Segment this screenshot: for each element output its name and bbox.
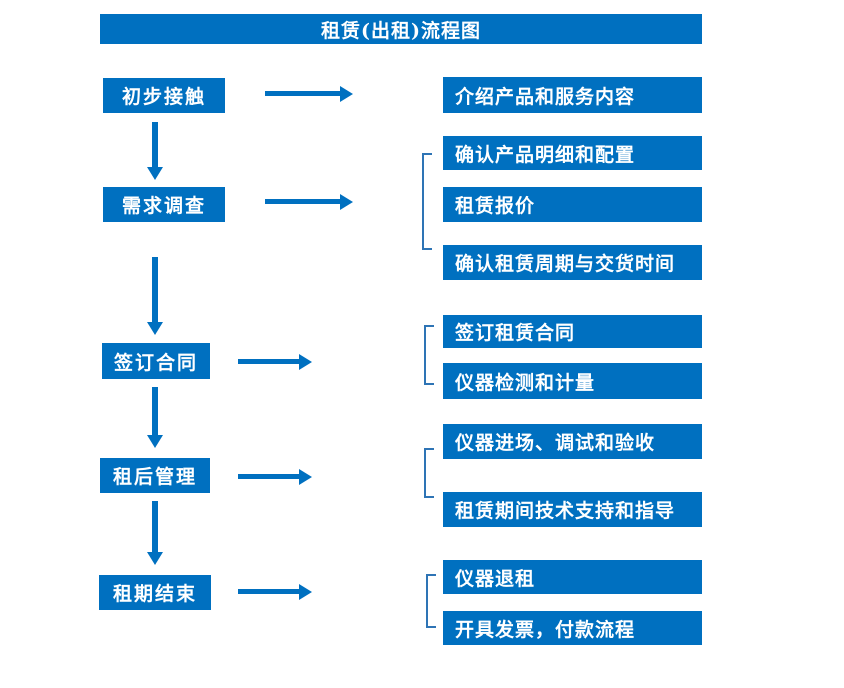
step-box-demand-survey: 需求调查 <box>103 187 225 222</box>
arrow-right-icon-4 <box>238 474 299 479</box>
detail-box-introduce-products: 介绍产品和服务内容 <box>443 77 702 113</box>
detail-box-instrument-setup: 仪器进场、调试和验收 <box>443 424 702 459</box>
arrow-right-icon-5 <box>238 589 299 594</box>
detail-box-instrument-return: 仪器退租 <box>443 560 702 594</box>
step-box-sign-contract: 签订合同 <box>102 343 210 379</box>
bracket-group-sign-contract <box>424 325 434 385</box>
bracket-group-rental-end <box>426 574 436 628</box>
arrow-down-icon-3 <box>152 387 158 435</box>
arrow-down-icon-4 <box>152 501 158 552</box>
detail-box-sign-rental-contract: 签订租赁合同 <box>443 315 702 348</box>
step-box-post-rental-management: 租后管理 <box>100 458 210 493</box>
detail-box-instrument-testing: 仪器检测和计量 <box>443 363 702 399</box>
detail-box-rental-quotation: 租赁报价 <box>443 187 702 222</box>
bracket-group-post-management <box>424 448 434 498</box>
arrow-right-icon-2 <box>265 199 340 204</box>
bracket-group-demand-survey <box>422 153 432 250</box>
step-box-initial-contact: 初步接触 <box>103 78 225 113</box>
arrow-down-icon-1 <box>152 122 158 167</box>
arrow-right-icon-3 <box>238 359 299 364</box>
detail-box-confirm-product-config: 确认产品明细和配置 <box>443 136 702 170</box>
flowchart-title: 租赁(出租)流程图 <box>100 14 702 44</box>
detail-box-technical-support: 租赁期间技术支持和指导 <box>443 492 702 527</box>
detail-box-confirm-period-delivery: 确认租赁周期与交货时间 <box>443 245 702 280</box>
step-box-rental-end: 租期结束 <box>99 575 211 610</box>
detail-box-invoice-payment: 开具发票，付款流程 <box>443 611 702 645</box>
arrow-down-icon-2 <box>152 257 158 322</box>
arrow-right-icon-1 <box>265 91 340 96</box>
